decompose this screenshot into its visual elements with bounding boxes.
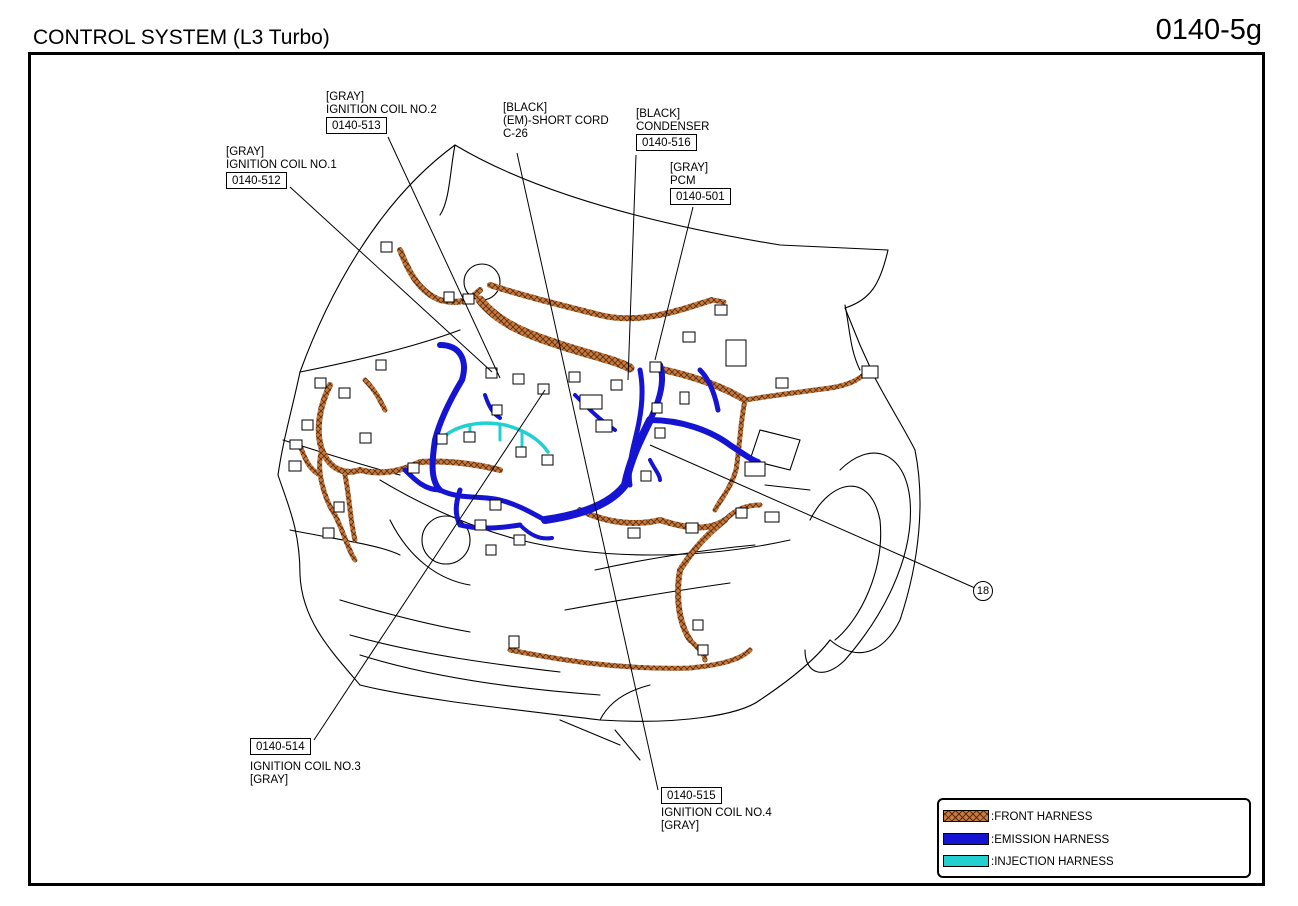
front-harness: [297, 247, 871, 671]
pcm-name: PCM: [670, 175, 696, 187]
short-cord-name: (EM)-SHORT CORD: [503, 115, 609, 127]
coil1-name: IGNITION COIL NO.1: [226, 159, 337, 171]
page-title: CONTROL SYSTEM (L3 Turbo): [33, 26, 330, 49]
front-harness-swatch: [943, 810, 989, 822]
callout-condenser: [BLACK] CONDENSER 0140-516: [636, 108, 709, 151]
legend-label-injection: :INJECTION HARNESS: [991, 856, 1114, 868]
coil3-name: IGNITION COIL NO.3: [250, 761, 361, 773]
pcm-color: [GRAY]: [670, 162, 709, 174]
callout-ignition-coil-1: [GRAY] IGNITION COIL NO.1 0140-512: [226, 146, 337, 189]
coil3-color: [GRAY]: [250, 774, 289, 786]
callout-ignition-coil-4: 0140-515 IGNITION COIL NO.4 [GRAY]: [661, 787, 772, 833]
leader-lines: [289, 136, 976, 791]
condenser-color: [BLACK]: [636, 108, 681, 120]
legend-item-injection-harness: :INJECTION HARNESS: [943, 855, 1114, 869]
coil4-code-box[interactable]: 0140-515: [661, 787, 722, 804]
injection-harness-swatch: [943, 855, 989, 867]
legend-item-front-harness: :FRONT HARNESS: [943, 810, 1092, 824]
coil1-color: [GRAY]: [226, 146, 265, 158]
callout-pcm: [GRAY] PCM 0140-501: [670, 162, 731, 205]
coil2-name: IGNITION COIL NO.2: [326, 104, 437, 116]
legend-item-emission-harness: :EMISSION HARNESS: [943, 833, 1109, 847]
coil4-color: [GRAY]: [661, 820, 700, 832]
coil1-code-box[interactable]: 0140-512: [226, 172, 287, 189]
legend: :FRONT HARNESS :EMISSION HARNESS :INJECT…: [937, 798, 1251, 878]
callout-ignition-coil-3: 0140-514 IGNITION COIL NO.3 [GRAY]: [250, 738, 361, 787]
coil4-name: IGNITION COIL NO.4: [661, 807, 772, 819]
pcm-code-box[interactable]: 0140-501: [670, 188, 731, 205]
coil3-code-box[interactable]: 0140-514: [250, 738, 311, 755]
car-body-outline: [277, 144, 921, 761]
connectors: [288, 241, 879, 656]
legend-label-emission: :EMISSION HARNESS: [991, 834, 1110, 846]
callout-ignition-coil-2: [GRAY] IGNITION COIL NO.2 0140-513: [326, 91, 437, 134]
diagram-frame: [28, 52, 1265, 886]
page-code: 0140-5g: [1155, 14, 1262, 46]
short-cord-color: [BLACK]: [503, 102, 548, 114]
legend-label-front: :FRONT HARNESS: [991, 811, 1093, 823]
ground-point-ref[interactable]: 18: [973, 581, 993, 601]
callout-short-cord: [BLACK] (EM)-SHORT CORD C-26: [503, 102, 609, 141]
condenser-code-box[interactable]: 0140-516: [636, 134, 697, 151]
short-cord-code: C-26: [503, 128, 528, 140]
coil2-code-box[interactable]: 0140-513: [326, 117, 387, 134]
coil2-color: [GRAY]: [326, 91, 365, 103]
condenser-name: CONDENSER: [636, 121, 710, 133]
injection-harness: [438, 421, 550, 454]
emission-harness-swatch: [943, 833, 989, 845]
emission-harness: [402, 342, 761, 541]
